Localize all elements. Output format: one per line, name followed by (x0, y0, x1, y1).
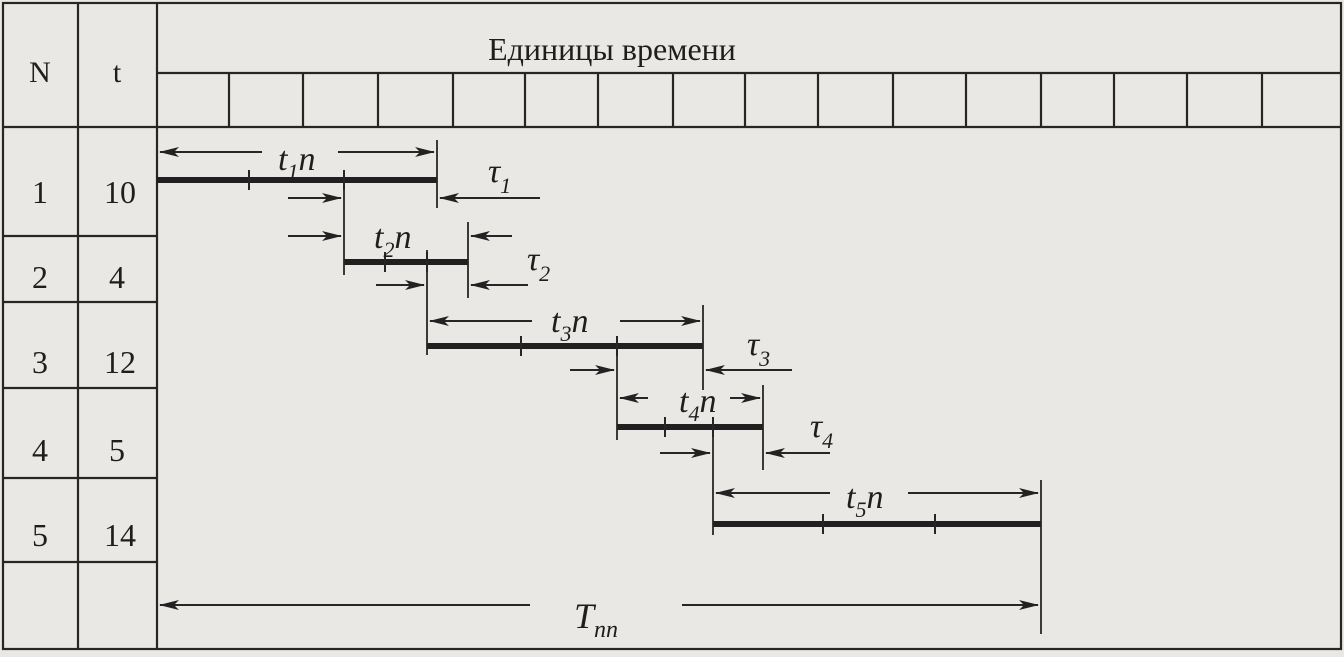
label-tau2: τ2 (527, 241, 550, 286)
row-3-t: 12 (104, 344, 136, 380)
label-t5n: t5n (846, 479, 883, 522)
row-5-n: 5 (32, 517, 48, 553)
label-tau4: τ4 (810, 408, 833, 453)
row-1-t: 10 (104, 174, 136, 210)
row-5-t: 14 (104, 517, 136, 553)
row-1-n: 1 (32, 174, 48, 210)
label-tau3: τ3 (747, 326, 770, 371)
row-2-n: 2 (32, 259, 48, 295)
operation-5 (713, 514, 1041, 534)
time-units-title: Единицы времени (488, 31, 736, 67)
row-2-t: 4 (109, 259, 125, 295)
row-3-n: 3 (32, 344, 48, 380)
label-t2n: t2n (374, 219, 411, 262)
label-t4n: t4n (679, 383, 716, 426)
row-4-t: 5 (109, 432, 125, 468)
header-n: N (29, 56, 51, 89)
label-total-time: Tпп (574, 596, 618, 643)
row-4-n: 4 (32, 432, 48, 468)
extension-lines (343, 140, 1042, 634)
label-tau1: τ1 (488, 153, 511, 198)
label-t1n: t1n (278, 141, 315, 184)
header-t: t (113, 56, 122, 89)
time-unit-cells (227, 73, 1264, 127)
label-t3n: t3n (551, 303, 588, 346)
